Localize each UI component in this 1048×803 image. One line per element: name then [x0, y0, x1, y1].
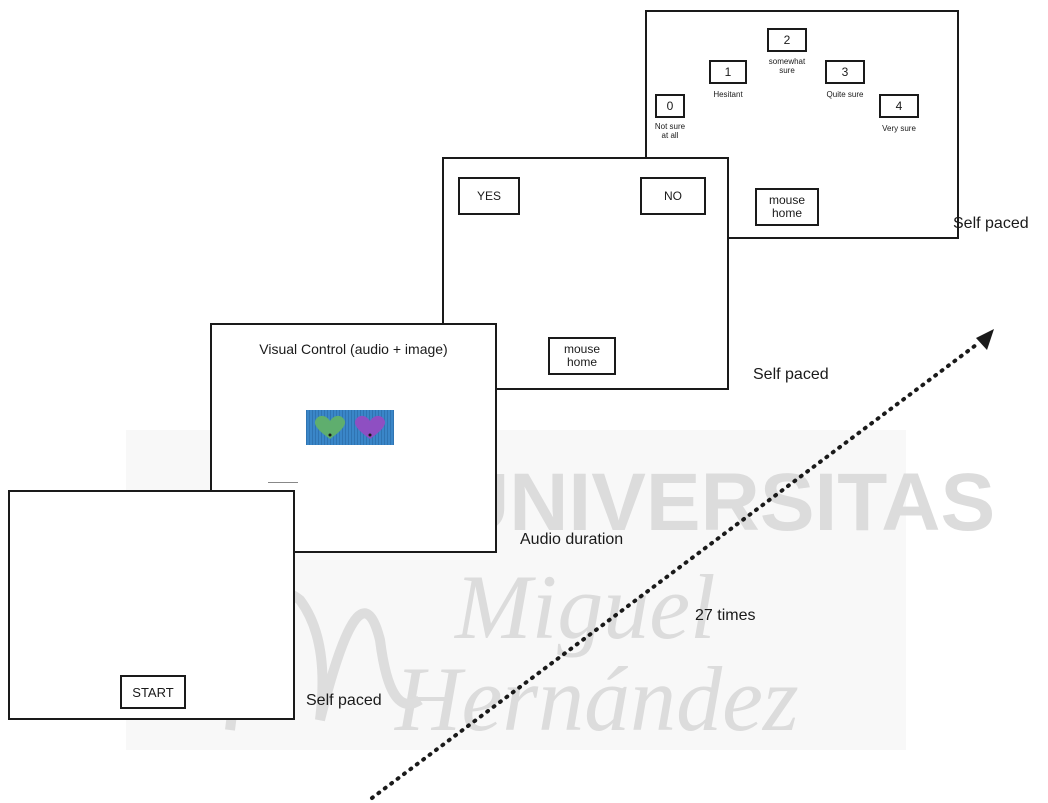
confidence-option-4-label: Very sure — [873, 124, 925, 133]
confidence-option-4-value: 4 — [896, 100, 903, 113]
yes-button[interactable]: YES — [458, 177, 520, 215]
stimulus-title: Visual Control (audio + image) — [212, 341, 495, 357]
confidence-option-4[interactable]: 4 — [879, 94, 919, 118]
confidence-option-1[interactable]: 1 — [709, 60, 747, 84]
confidence-option-2[interactable]: 2 — [767, 28, 807, 52]
no-button[interactable]: NO — [640, 177, 706, 215]
stimulus-image — [306, 410, 394, 445]
start-timing-label: Self paced — [306, 692, 382, 710]
confidence-option-3[interactable]: 3 — [825, 60, 865, 84]
confidence-option-3-label: Quite sure — [819, 90, 871, 99]
stimulus-timing-label: Audio duration — [520, 531, 623, 549]
confidence-option-0-value: 0 — [667, 100, 674, 113]
confidence-option-3-value: 3 — [842, 66, 849, 79]
confidence-option-2-value: 2 — [784, 34, 791, 47]
start-screen: START — [8, 490, 295, 720]
confidence-option-2-label: somewhat sure — [759, 57, 815, 75]
stimulus-caption-line — [268, 482, 298, 483]
confidence-option-1-label: Hesitant — [703, 90, 753, 99]
confidence-mouse-home-button[interactable]: mouse home — [755, 188, 819, 226]
start-button[interactable]: START — [120, 675, 186, 709]
response-timing-label: Self paced — [753, 366, 829, 384]
confidence-option-1-value: 1 — [725, 66, 732, 79]
confidence-option-0-label: Not sure at all — [649, 122, 691, 140]
repeat-count-label: 27 times — [695, 607, 755, 625]
response-mouse-home-button[interactable]: mouse home — [548, 337, 616, 375]
confidence-timing-label: Self paced — [953, 215, 1029, 233]
repeat-arrow-head — [976, 329, 994, 350]
confidence-option-0[interactable]: 0 — [655, 94, 685, 118]
